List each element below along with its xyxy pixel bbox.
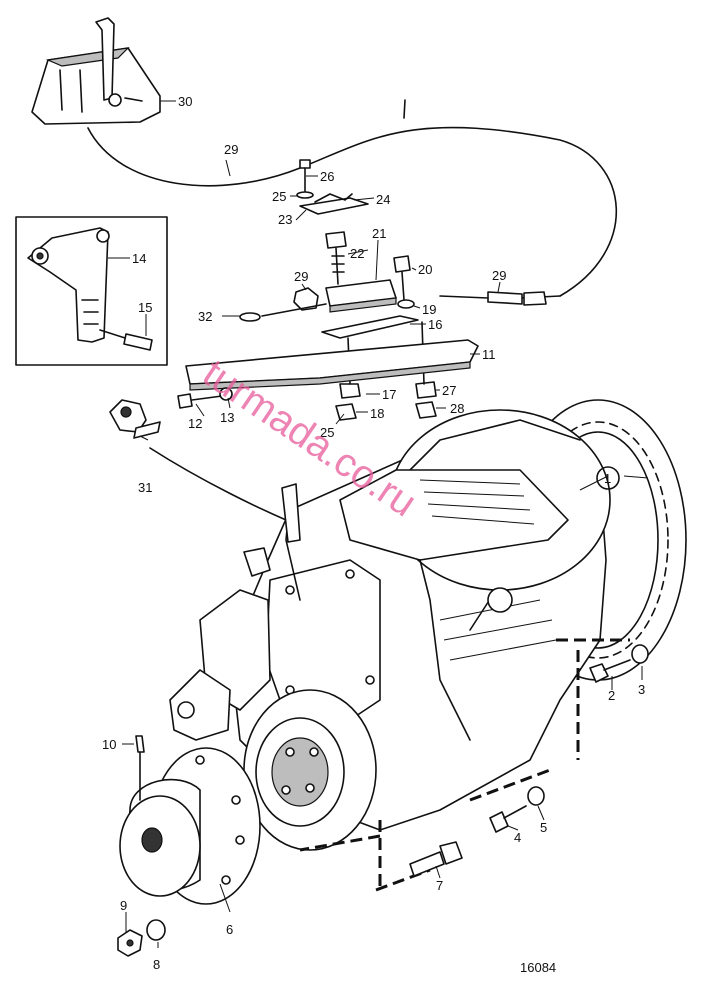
callout-3: 3: [638, 682, 645, 697]
callout-15: 15: [138, 300, 152, 315]
callout-25a: 25: [272, 189, 286, 204]
callout-9: 9: [120, 898, 127, 913]
callout-13: 13: [220, 410, 234, 425]
callout-26: 26: [320, 169, 334, 184]
callout-23: 23: [278, 212, 292, 227]
callout-8: 8: [153, 957, 160, 972]
loose-fasteners: [117, 644, 649, 957]
callout-31: 31: [138, 480, 152, 495]
gearbox-housing: [169, 409, 611, 851]
callout-29b: 29: [294, 269, 308, 284]
callout-24: 24: [376, 192, 390, 207]
leader-lines: [110, 100, 649, 948]
callout-22: 22: [350, 246, 364, 261]
callout-21: 21: [372, 226, 386, 241]
callout-1: 1: [604, 471, 611, 486]
callout-7: 7: [436, 878, 443, 893]
callout-19: 19: [422, 302, 436, 317]
callout-20: 20: [418, 262, 432, 277]
callout-29a: 29: [224, 142, 238, 157]
callout-12: 12: [188, 416, 202, 431]
callout-16: 16: [428, 317, 442, 332]
callout-32: 32: [198, 309, 212, 324]
callout-5: 5: [540, 820, 547, 835]
callout-11: 11: [482, 347, 496, 362]
callout-labels: 1 2 3 4 5 6 7 8 9 10 11 12 13 14 15 16 1…: [102, 94, 645, 972]
lever-bar: [177, 339, 479, 409]
callout-30: 30: [178, 94, 192, 109]
figure-number: 16084: [520, 960, 556, 975]
callout-28: 28: [450, 401, 464, 416]
callout-6: 6: [226, 922, 233, 937]
callout-2: 2: [608, 688, 615, 703]
callout-10: 10: [102, 737, 116, 752]
linkage-hardware: [239, 159, 437, 421]
detail-inset: [15, 216, 168, 366]
callout-29c: 29: [492, 268, 506, 283]
callout-27: 27: [442, 383, 456, 398]
callout-17: 17: [382, 387, 396, 402]
callout-25b: 25: [320, 425, 334, 440]
control-lever-box: [31, 17, 161, 125]
callout-circle-1: [596, 466, 620, 490]
callout-18: 18: [370, 406, 384, 421]
control-cable: [87, 99, 618, 306]
callout-14: 14: [132, 251, 146, 266]
callout-4: 4: [514, 830, 521, 845]
output-coupling: [119, 735, 261, 905]
